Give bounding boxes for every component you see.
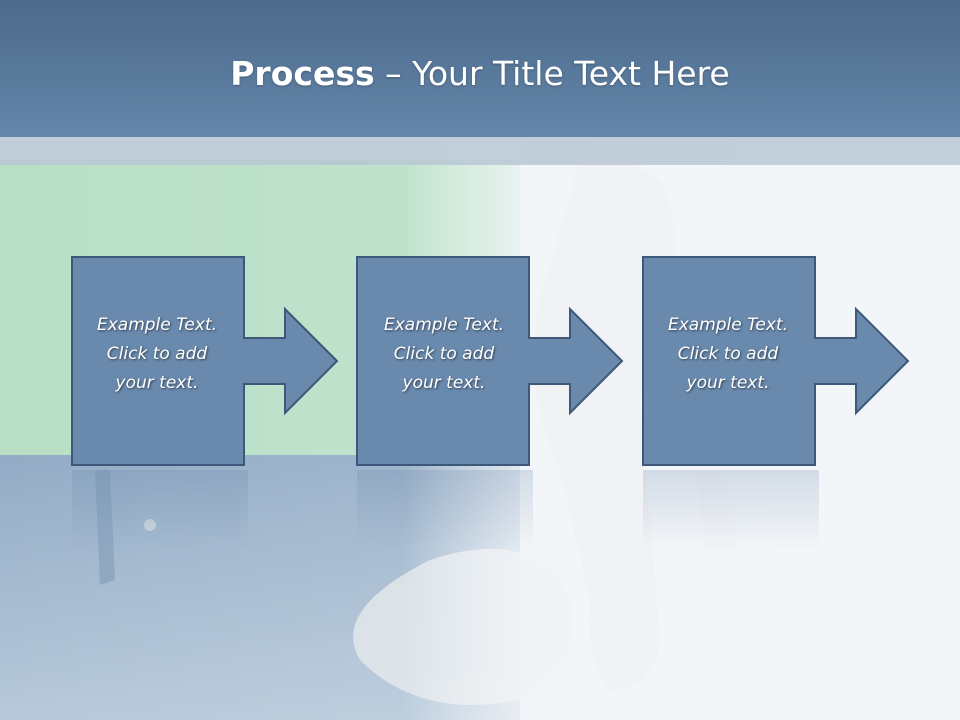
slide-title-rest: – Your Title Text Here xyxy=(374,54,730,93)
step-arrow-shape xyxy=(356,256,624,466)
step-reflection xyxy=(643,470,819,550)
step-text: Example Text. Click to add your text. xyxy=(358,311,530,398)
step-text-line: your text. xyxy=(115,373,199,393)
slide-title[interactable]: Process – Your Title Text Here xyxy=(0,52,960,96)
step-text: Example Text. Click to add your text. xyxy=(642,311,814,398)
title-divider-band xyxy=(0,137,960,165)
step-arrow-shape xyxy=(71,256,339,466)
step-text: Example Text. Click to add your text. xyxy=(71,311,243,398)
step-reflection xyxy=(357,470,533,550)
step-text-line: Click to add xyxy=(106,344,208,364)
title-bar xyxy=(0,0,960,137)
process-step-3[interactable]: Example Text. Click to add your text. xyxy=(642,256,910,468)
slide-title-bold: Process xyxy=(230,54,375,93)
step-arrow-shape xyxy=(642,256,910,466)
process-step-1[interactable]: Example Text. Click to add your text. xyxy=(71,256,339,468)
step-text-line: Example Text. xyxy=(383,315,505,335)
step-text-line: Click to add xyxy=(393,344,495,364)
step-reflection xyxy=(72,470,248,550)
step-text-line: Example Text. xyxy=(96,315,218,335)
process-step-2[interactable]: Example Text. Click to add your text. xyxy=(356,256,624,468)
step-text-line: Example Text. xyxy=(667,315,789,335)
step-text-line: Click to add xyxy=(677,344,779,364)
step-text-line: your text. xyxy=(402,373,486,393)
step-text-line: your text. xyxy=(686,373,770,393)
